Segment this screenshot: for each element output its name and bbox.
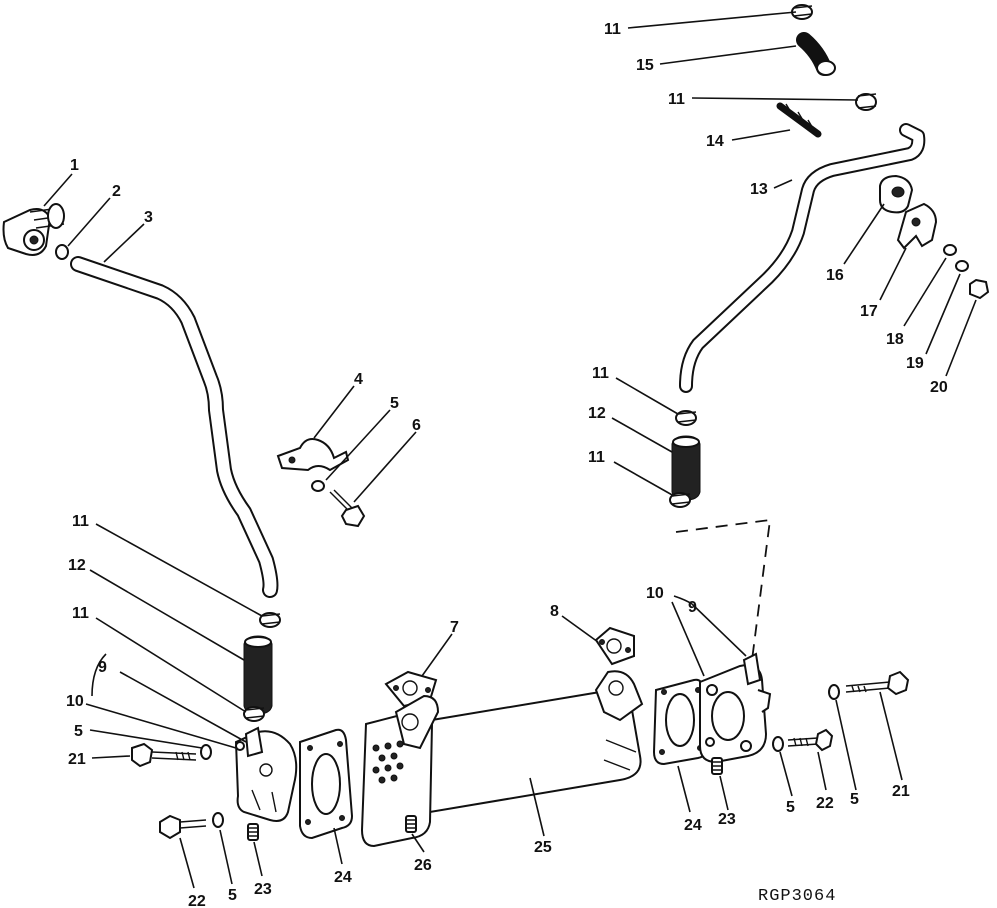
part-washer-right-5d [828, 684, 840, 700]
callout-6: 6 [412, 417, 421, 434]
part-cap-screw-right-21 [845, 670, 910, 696]
part-hose-left [243, 635, 273, 715]
part-oil-cooler [360, 670, 644, 848]
callout-14: 14 [706, 133, 724, 150]
callout-17: 17 [860, 303, 878, 320]
callout-5c: 5 [228, 887, 237, 904]
callout-19: 19 [906, 355, 924, 372]
callout-20: 20 [930, 379, 948, 396]
part-plug-right [711, 757, 723, 775]
part-adapter-right [699, 652, 772, 764]
callout-7: 7 [450, 619, 459, 636]
callout-12r: 12 [588, 405, 606, 422]
part-grommet [879, 174, 914, 214]
callout-5a: 5 [390, 395, 399, 412]
callout-11f: 11 [72, 605, 89, 622]
part-plug-left [247, 823, 259, 841]
connection-dashed-line [675, 518, 772, 661]
part-tube-clamp [276, 438, 350, 472]
part-plug-center [405, 815, 417, 833]
part-washer-right-5c [772, 736, 784, 752]
part-right-tube [679, 123, 926, 393]
part-gasket-small-right [594, 626, 635, 666]
callout-10r: 10 [646, 585, 664, 602]
callout-18: 18 [886, 331, 904, 348]
callout-4: 4 [354, 371, 363, 388]
callout-16: 16 [826, 267, 844, 284]
leader-lines [43, 11, 977, 889]
callout-26: 26 [414, 857, 432, 874]
callout-24r: 24 [684, 817, 702, 834]
part-hose-clamp-right-lower [669, 492, 691, 508]
callout-5b: 5 [74, 723, 83, 740]
part-washer-left-5b [212, 812, 224, 828]
callout-8: 8 [550, 603, 559, 620]
callout-12l: 12 [68, 557, 86, 574]
drawing-code: RGP3064 [758, 887, 836, 906]
callout-25: 25 [534, 839, 552, 856]
callout-11e: 11 [72, 513, 89, 530]
part-hose-right [671, 435, 701, 501]
part-hose-clamp-mid-top [855, 93, 877, 111]
callout-3: 3 [144, 209, 153, 226]
part-flat-washer [943, 244, 957, 256]
callout-labels: 1 2 3 4 5 6 7 8 9 10 11 15 11 14 13 16 1… [66, 21, 948, 908]
callout-21l: 21 [68, 751, 86, 768]
part-lock-washer [955, 260, 969, 272]
callout-5e: 5 [850, 791, 859, 808]
part-hose-clamp-left-lower [243, 706, 265, 722]
part-hose-clamp-left-upper [259, 612, 281, 628]
callout-22r: 22 [816, 795, 834, 812]
callout-13: 13 [750, 181, 768, 198]
callout-23r: 23 [718, 811, 736, 828]
cooler-core-holes [372, 740, 404, 784]
part-cap-screw [329, 489, 366, 528]
part-cap-screw-left-22 [159, 814, 207, 840]
part-bracket-clip [896, 202, 938, 250]
callout-21r: 21 [892, 783, 910, 800]
callout-5d: 5 [786, 799, 795, 816]
callout-11b: 11 [668, 91, 685, 108]
part-hose-clamp-top [791, 4, 813, 20]
callout-11d: 11 [588, 449, 605, 466]
part-washer [311, 480, 325, 492]
part-gasket-large-left [299, 728, 354, 840]
part-o-ring [55, 244, 69, 260]
part-left-tube [70, 256, 279, 598]
callout-11a: 11 [604, 21, 621, 38]
part-elbow-fitting [2, 203, 65, 256]
callout-22l: 22 [188, 893, 206, 908]
callout-11c: 11 [592, 365, 609, 382]
part-cap-screw-right-22 [787, 728, 834, 752]
callout-1: 1 [70, 157, 79, 174]
part-hose-clamp-right-upper [675, 410, 697, 426]
part-washer-left-5a [200, 744, 212, 760]
callout-2: 2 [112, 183, 121, 200]
callout-23l: 23 [254, 881, 272, 898]
callout-24l: 24 [334, 869, 352, 886]
part-adapter-left [234, 726, 298, 822]
callout-9l: 9 [98, 659, 107, 676]
part-hex-nut [969, 278, 990, 300]
callout-10l: 10 [66, 693, 84, 710]
callout-15: 15 [636, 57, 654, 74]
callout-9r: 9 [688, 599, 697, 616]
part-rod [776, 102, 822, 138]
part-cap-screw-left-21 [131, 742, 197, 768]
part-hose-bent [796, 32, 836, 76]
